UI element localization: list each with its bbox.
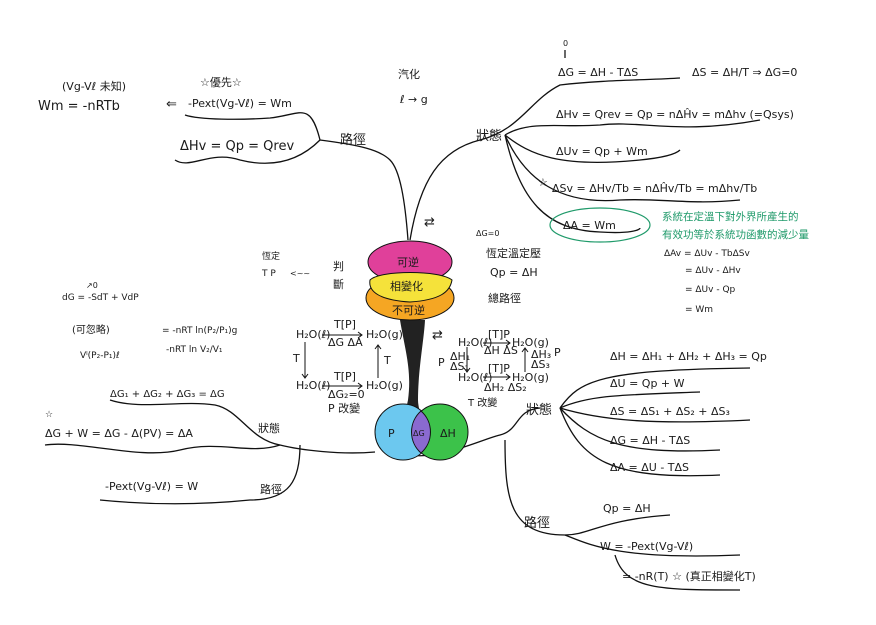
right-cycle-liquid-top: H₂O(ℓ) — [458, 336, 492, 349]
w-right-2: = -nR(T) ☆ (真正相變化T) — [622, 569, 756, 583]
duv-equation: ΔUv = Qp + Wm — [556, 145, 648, 158]
right-cycle-tp-top: [T]P — [488, 328, 510, 341]
venn-overlap — [411, 410, 431, 454]
branch-lines — [44, 77, 761, 591]
tp-label: T P — [261, 269, 276, 279]
left-cycle-p-change: P 改變 — [328, 401, 360, 415]
wm-equation: Wm = -nRTb — [38, 99, 120, 114]
zero-mark: 0 — [563, 39, 568, 48]
right-cycle-exchange-icon: ⇄ — [432, 328, 443, 343]
star-icon: ☆ — [538, 176, 548, 189]
reversible-label: 可逆 — [397, 255, 419, 269]
right-cycle-p-left: P — [438, 356, 445, 369]
dg-differential: dG = -SdT + VdP — [62, 293, 139, 303]
left-cycle-tp-bottom: T[P] — [333, 370, 356, 383]
venn-p-label: P — [388, 427, 395, 440]
right-cycle-ds1: ΔS₁ — [450, 360, 469, 373]
dg-sum: ΔG₁ + ΔG₂ + ΔG₃ = ΔG — [110, 389, 225, 400]
left-cycle-dgda: ΔG ΔA — [328, 336, 363, 349]
da-right: ΔA = ΔU - TΔS — [610, 461, 689, 474]
dg-zero-label: ΔG=0 — [476, 229, 499, 238]
venn-dh-label: ΔH — [440, 427, 456, 440]
dav-line1: ΔAv = ΔUv - TbΔSv — [664, 249, 750, 259]
path-label-top: 路徑 — [340, 132, 366, 148]
work-equation: -Pext(Vg-Vℓ) = Wm — [188, 97, 292, 110]
squiggle-arrow: <~~ — [290, 269, 310, 278]
da-equation: ΔA = Wm — [563, 219, 616, 232]
dsv-equation: ΔSv = ΔHv/Tb = nΔĤv/Tb = mΔhv/Tb — [552, 182, 757, 195]
judge-char1: 判 — [333, 260, 344, 273]
qp-label: Qp = ΔH — [490, 266, 538, 279]
dg-equation: ΔG = ΔH - TΔS — [558, 66, 638, 79]
highlight-circle — [549, 207, 651, 243]
note-unknown: (Vg-Vℓ 未知) — [62, 79, 126, 93]
dav-line4: = Wm — [685, 305, 713, 315]
right-cycle-p-right: P — [554, 346, 561, 359]
ds-equation: ΔS = ΔH/T ⇒ ΔG=0 — [692, 66, 797, 79]
w-right: W = -Pext(Vg-Vℓ) — [600, 540, 693, 553]
left-cycle: T[P] H₂O(ℓ) H₂O(g) ΔG ΔA T T T[P] H₂O(ℓ)… — [292, 318, 403, 415]
negligible-label: (可忽略) — [72, 323, 110, 336]
phase-change-region — [369, 272, 453, 303]
left-cycle-gas-bottom: H₂O(g) — [366, 379, 403, 392]
dg-right: ΔG = ΔH - TΔS — [610, 434, 690, 447]
equal-mark: ‖ — [563, 49, 567, 58]
dav-line3: = ΔUv - Qp — [685, 285, 736, 295]
left-cycle-t-right: T — [383, 354, 391, 367]
green-note-line2: 有效功等於系統功函數的減少量 — [662, 228, 809, 241]
state-label-top: 狀態 — [476, 128, 502, 144]
work-left: -Pext(Vg-Vℓ) = W — [105, 480, 198, 493]
enthalpy-equation: ΔHv = Qp = Qrev — [180, 139, 294, 154]
dhv-equation: ΔHv = Qrev = Qp = nΔĤv = mΔhv (=Qsys) — [556, 108, 794, 121]
right-cycle-t-change: T 改變 — [467, 396, 497, 409]
ds-sum: ΔS = ΔS₁ + ΔS₂ + ΔS₃ — [610, 405, 730, 418]
total-path-label: 總路徑 — [488, 291, 521, 305]
gas-term-2: -nRT ln V₂/V₁ — [166, 345, 223, 355]
right-cycle-tp-bottom: [T]P — [488, 362, 510, 375]
left-cycle-tp-top: T[P] — [333, 318, 356, 331]
dh-sum: ΔH = ΔH₁ + ΔH₂ + ΔH₃ = Qp — [610, 350, 767, 363]
priority-label: ☆優先☆ — [200, 76, 242, 89]
qp-right: Qp = ΔH — [603, 502, 651, 515]
exchange-arrow-icon: ⇄ — [424, 215, 435, 230]
path-label-right: 路徑 — [524, 515, 550, 531]
da-relation: ΔG + W = ΔG - Δ(PV) = ΔA — [45, 427, 193, 440]
vaporization-label: 汽化 — [398, 67, 420, 81]
du-equation: ΔU = Qp + W — [610, 377, 685, 390]
phase-change-label: 相變化 — [390, 279, 423, 293]
right-cycle-gas-bottom: H₂O(g) — [512, 371, 549, 384]
left-cycle-dg2: ΔG₂=0 — [328, 388, 365, 401]
left-cycle-liquid-bottom: H₂O(ℓ) — [296, 379, 330, 392]
const-label: 恆定 — [262, 250, 280, 262]
right-cycle-dh3: ΔH₃ — [531, 348, 551, 361]
state-label-left: 狀態 — [258, 421, 280, 435]
left-cycle-gas-top: H₂O(g) — [366, 328, 403, 341]
right-cycle-ds3: ΔS₃ — [531, 358, 550, 371]
judge-char2: 斷 — [333, 278, 344, 291]
left-cycle-liquid-top: H₂O(ℓ) — [296, 328, 330, 341]
state-label-right: 狀態 — [526, 402, 552, 418]
const-tp-label: 恆定溫定壓 — [486, 246, 541, 260]
right-cycle-liquid-bottom: H₂O(ℓ) — [458, 371, 492, 384]
right-cycle-gas-top: H₂O(g) — [512, 336, 549, 349]
dav-line2: = ΔUv - ΔHv — [685, 266, 741, 276]
liquid-gas-label: ℓ → g — [399, 93, 428, 106]
venn-mid-label: ΔG — [413, 429, 425, 438]
right-cycle-dhds: ΔH ΔS — [484, 344, 518, 357]
implies-arrow: ⇐ — [166, 97, 177, 112]
liquid-term: Vˡ(P₂-P₁)ℓ — [80, 351, 120, 361]
green-note-line1: 系統在定溫下對外界所產生的 — [662, 210, 799, 223]
gas-term-1: = -nRT ln(P₂/P₁)g — [162, 326, 237, 336]
path-label-left: 路徑 — [260, 483, 282, 496]
star-icon-left: ☆ — [45, 410, 53, 420]
right-cycle-dh2: ΔH₂ ΔS₂ — [484, 381, 527, 394]
phase-change-funnel — [365, 240, 469, 461]
right-cycle-dh1: ΔH₁ — [450, 350, 470, 363]
right-cycle: ⇄ [T]P H₂O(ℓ) H₂O(g) ΔH ΔS ΔH₁ ΔS₁ P [T]… — [432, 328, 561, 409]
left-cycle-t-left: T — [292, 352, 300, 365]
irreversible-label: 不可逆 — [392, 303, 425, 317]
zero-annotation: ↗0 — [86, 281, 98, 290]
